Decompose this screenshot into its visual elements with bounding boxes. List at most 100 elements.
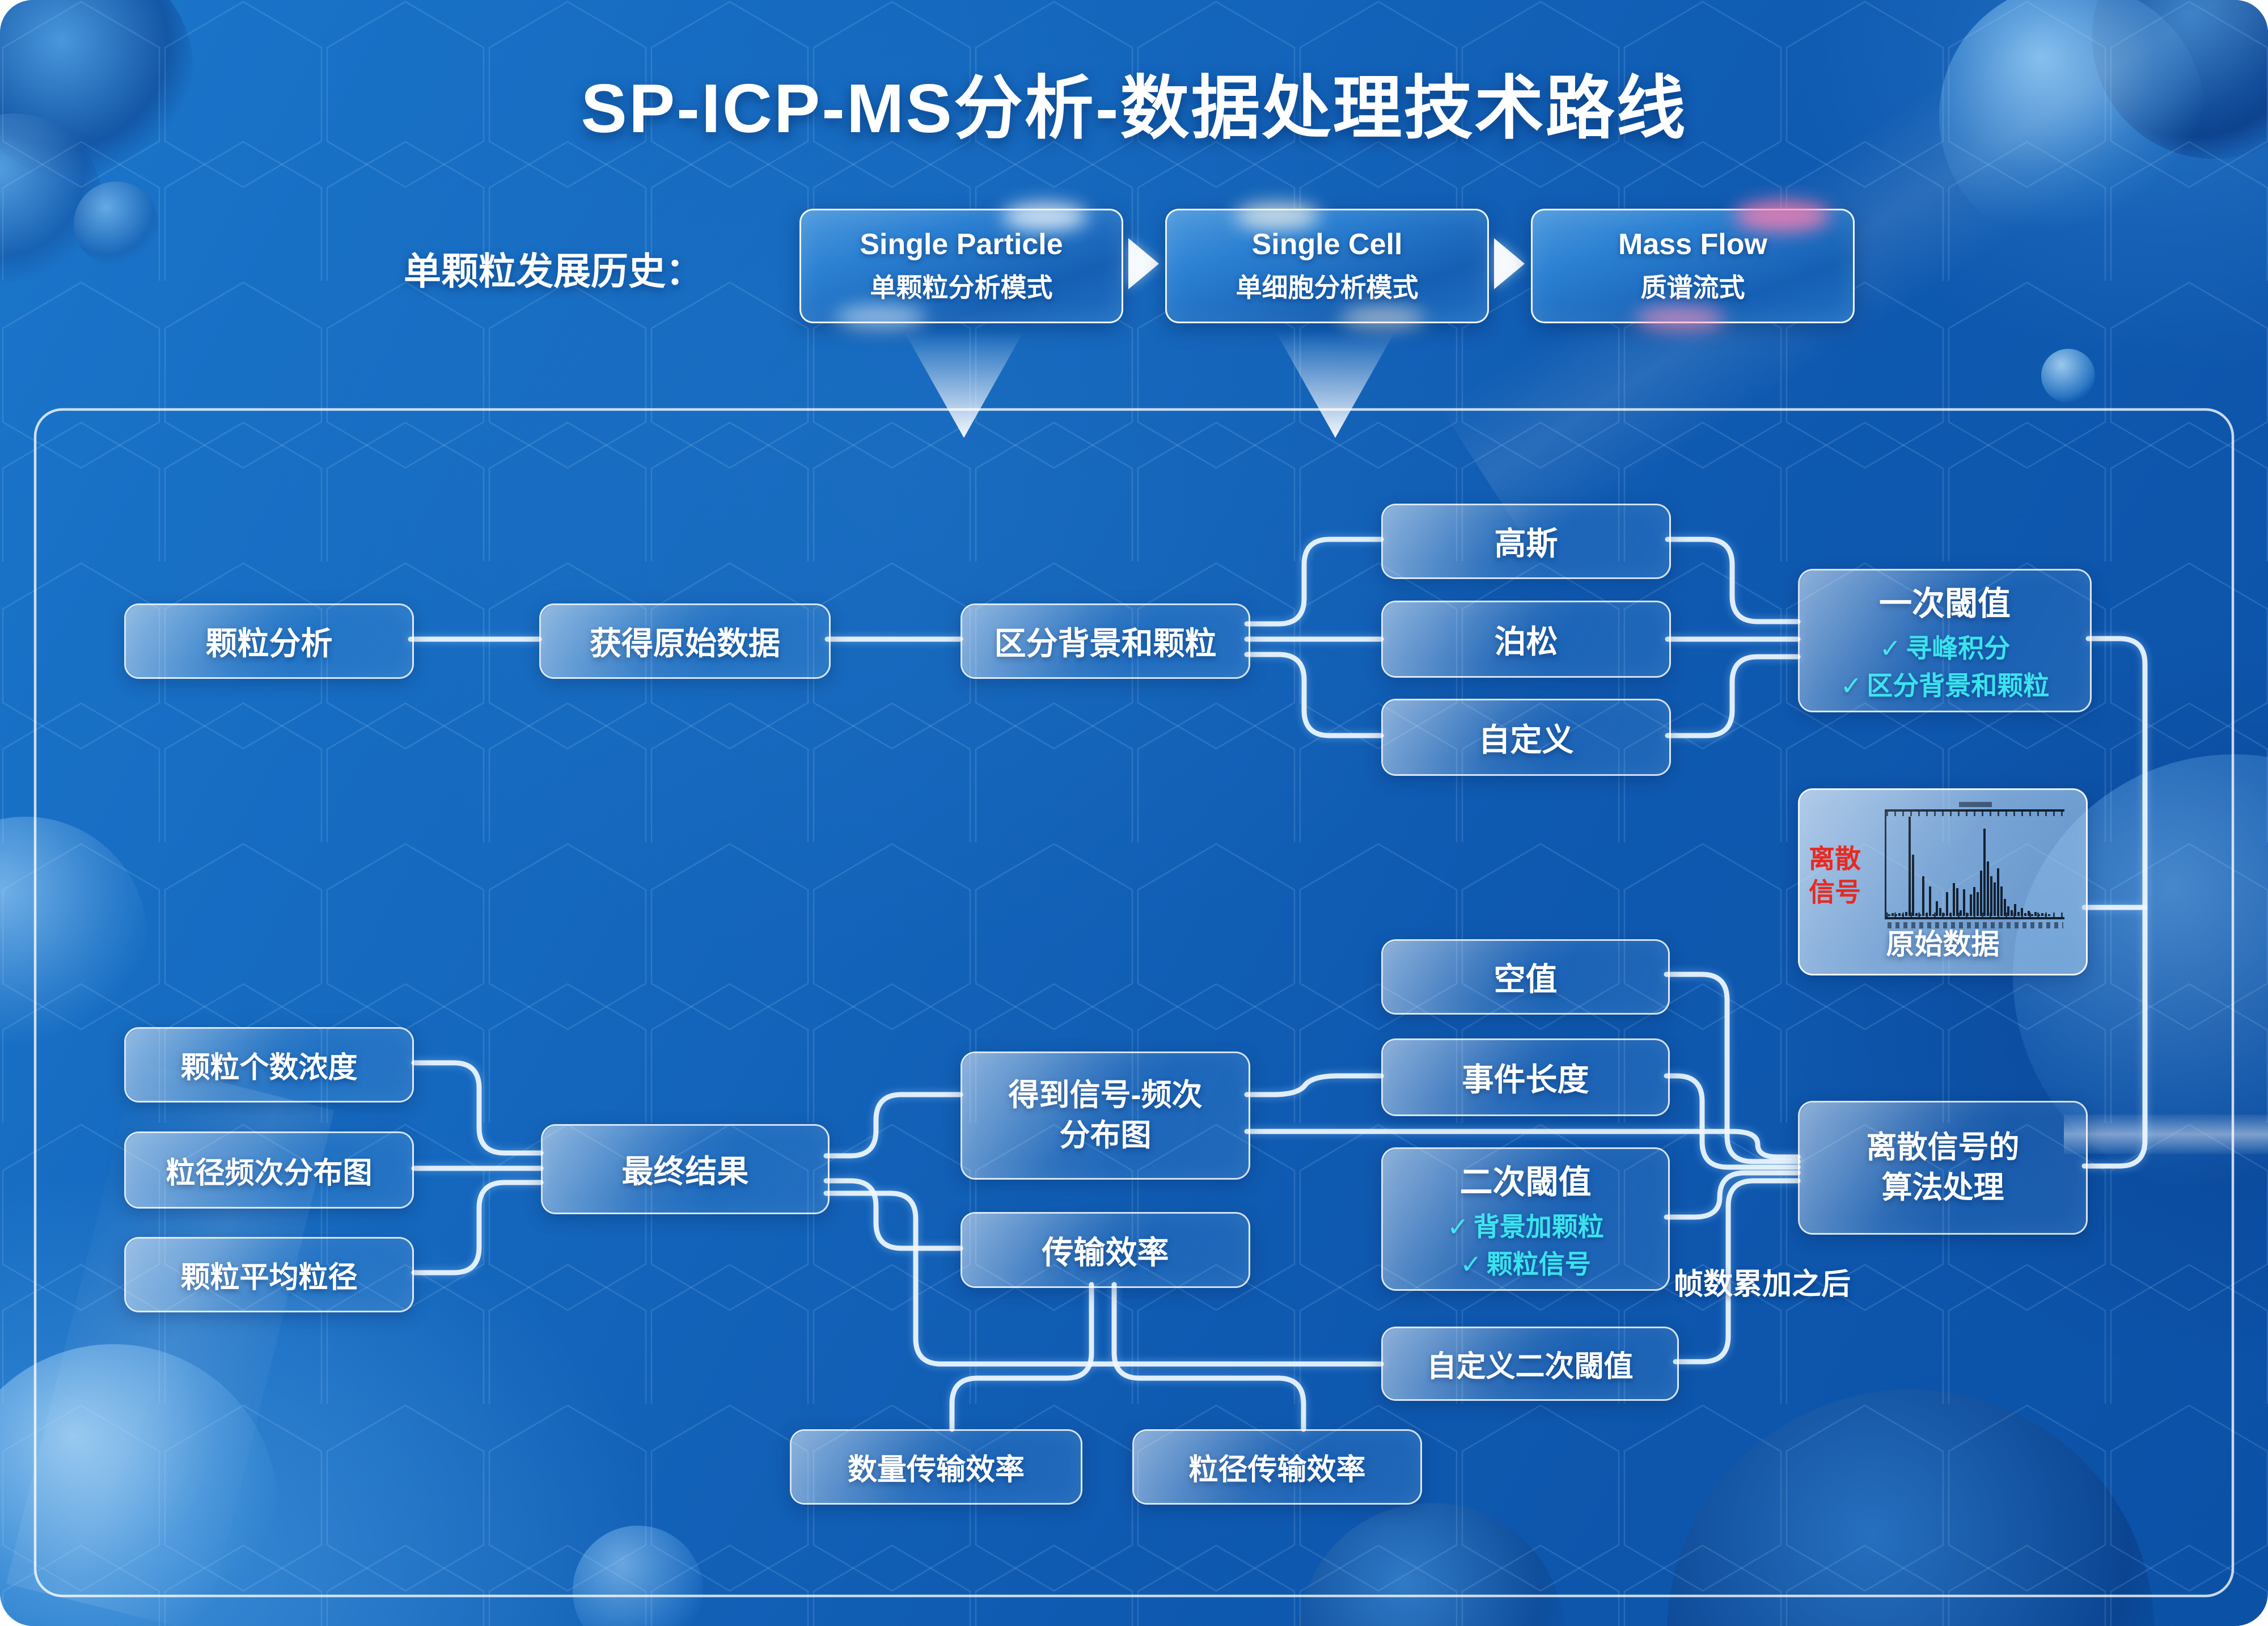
annotation-line: 离散 bbox=[1809, 844, 1861, 873]
signal-spike bbox=[1977, 892, 1979, 916]
node-title: 二次閾值 bbox=[1459, 1164, 1592, 1201]
node-label: 泊松 bbox=[1494, 623, 1558, 660]
node-label: 粒径频次分布图 bbox=[166, 1156, 373, 1190]
node-label: 事件长度 bbox=[1462, 1062, 1589, 1097]
check-icon: ✓ bbox=[1447, 1212, 1469, 1242]
check-item: ✓背景加颗粒 bbox=[1447, 1209, 1604, 1245]
node-label: 粒径传输效率 bbox=[1188, 1454, 1366, 1486]
check-icon: ✓ bbox=[1879, 633, 1902, 664]
right-arrow-icon bbox=[1494, 238, 1525, 289]
node-label: 颗粒个数浓度 bbox=[180, 1051, 358, 1084]
node-label: 颗粒分析 bbox=[205, 626, 333, 661]
signal-spike bbox=[1936, 901, 1938, 916]
check-icon: ✓ bbox=[1840, 670, 1863, 700]
down-triangle-arrow bbox=[904, 332, 1023, 438]
node-raw-data-card: 离散 信号 原始数据 bbox=[1798, 788, 2088, 975]
node-label: 数量传输效率 bbox=[847, 1454, 1025, 1486]
node-average-particle-size: 颗粒平均粒径 bbox=[124, 1237, 414, 1312]
node-label: 获得原始数据 bbox=[590, 626, 780, 661]
frame-accumulation-note: 帧数累加之后 bbox=[1674, 1268, 1851, 1301]
node-final-result: 最终结果 bbox=[541, 1124, 830, 1214]
check-text: 寻峰积分 bbox=[1906, 633, 2011, 664]
node-signal-frequency-distribution: 得到信号-频次 分布图 bbox=[960, 1051, 1250, 1180]
history-box-single-cell: Single Cell 单细胞分析模式 bbox=[1165, 202, 1489, 330]
node-label: 自定义二次閾值 bbox=[1427, 1350, 1634, 1383]
raw-data-caption: 原始数据 bbox=[1886, 928, 2000, 960]
node-label: 高斯 bbox=[1494, 526, 1558, 561]
node-label-line: 离散信号的 bbox=[1866, 1130, 2020, 1164]
node-particle-analysis: 颗粒分析 bbox=[124, 603, 414, 679]
signal-spike bbox=[1946, 892, 1948, 916]
annotation-line: 信号 bbox=[1809, 877, 1861, 907]
history-item-zh: 质谱流式 bbox=[1640, 273, 1745, 302]
check-text: 区分背景和颗粒 bbox=[1867, 670, 2050, 700]
node-poisson: 泊松 bbox=[1381, 601, 1671, 678]
history-label: 单颗粒发展历史： bbox=[404, 250, 703, 292]
history-box-mass-flow: Mass Flow 质谱流式 bbox=[1531, 200, 1855, 331]
signal-spike bbox=[1990, 876, 1992, 916]
signal-spike bbox=[1970, 894, 1972, 916]
history-item-zh: 单细胞分析模式 bbox=[1235, 273, 1419, 302]
history-item-zh: 单颗粒分析模式 bbox=[870, 273, 1053, 302]
node-first-threshold: 一次閾值 ✓寻峰积分 ✓区分背景和颗粒 bbox=[1798, 569, 2092, 712]
node-custom: 自定义 bbox=[1381, 699, 1671, 776]
node-gaussian: 高斯 bbox=[1381, 504, 1671, 579]
node-null-value: 空值 bbox=[1381, 939, 1670, 1015]
signal-spike bbox=[1973, 887, 1975, 916]
node-label-line: 算法处理 bbox=[1881, 1171, 2004, 1205]
node-event-length: 事件长度 bbox=[1381, 1038, 1670, 1116]
raw-signal-mini-chart bbox=[1885, 802, 2064, 928]
signal-spike bbox=[1997, 868, 1999, 916]
check-item: ✓区分背景和颗粒 bbox=[1840, 668, 2050, 704]
node-size-transport-efficiency: 粒径传输效率 bbox=[1132, 1429, 1422, 1505]
signal-spike bbox=[1956, 888, 1958, 916]
history-box-single-particle: Single Particle 单颗粒分析模式 bbox=[799, 202, 1123, 330]
signal-spike bbox=[2007, 906, 2009, 916]
signal-spike bbox=[1912, 854, 1914, 916]
signal-spike bbox=[1983, 829, 1986, 916]
node-label: 传输效率 bbox=[1042, 1234, 1169, 1270]
signal-spike bbox=[1980, 870, 1982, 916]
node-label: 最终结果 bbox=[621, 1154, 749, 1189]
signal-spike bbox=[1963, 889, 1965, 916]
mini-chart-x-labels bbox=[1888, 922, 2063, 928]
check-item: ✓寻峰积分 bbox=[1880, 630, 2011, 667]
signal-spike bbox=[1939, 908, 1941, 916]
node-label: 得到信号-频次 分布图 bbox=[1009, 1075, 1203, 1156]
history-item-en: Single Cell bbox=[1251, 228, 1403, 261]
signal-spike bbox=[2000, 886, 2003, 916]
signal-spike bbox=[2004, 899, 2006, 916]
down-triangle-arrow bbox=[1276, 332, 1395, 438]
node-custom-second-threshold: 自定义二次閾值 bbox=[1381, 1327, 1679, 1401]
node-transport-efficiency: 传输效率 bbox=[960, 1212, 1250, 1288]
signal-spike bbox=[1929, 886, 1931, 916]
node-label-line: 得到信号-频次 bbox=[1008, 1078, 1203, 1112]
node-label: 离散信号的 算法处理 bbox=[1867, 1127, 2020, 1209]
node-acquire-raw-data: 获得原始数据 bbox=[539, 603, 831, 679]
signal-spike bbox=[1909, 817, 1911, 916]
discrete-signal-annotation: 离散 信号 bbox=[1809, 842, 1861, 909]
signal-spike bbox=[1994, 882, 1996, 916]
check-text: 颗粒信号 bbox=[1486, 1249, 1591, 1279]
history-item-en: Single Particle bbox=[860, 228, 1063, 261]
node-discrete-signal-algorithm: 离散信号的 算法处理 bbox=[1798, 1101, 2088, 1235]
node-size-frequency-distribution: 粒径频次分布图 bbox=[124, 1131, 414, 1209]
node-label: 颗粒平均粒径 bbox=[180, 1261, 358, 1294]
node-label: 区分背景和颗粒 bbox=[994, 626, 1217, 661]
check-icon: ✓ bbox=[1460, 1249, 1482, 1279]
history-item-en: Mass Flow bbox=[1618, 228, 1767, 261]
right-arrow-icon bbox=[1128, 238, 1159, 289]
check-item: ✓颗粒信号 bbox=[1460, 1246, 1591, 1283]
signal-spike bbox=[1922, 876, 1924, 916]
signal-spike bbox=[1987, 861, 1989, 916]
check-text: 背景加颗粒 bbox=[1473, 1212, 1604, 1242]
signal-spike bbox=[1953, 883, 1955, 916]
mini-chart-bottom-ticks bbox=[1886, 913, 2064, 917]
mini-chart-top-ticks bbox=[1886, 812, 2064, 816]
mini-chart-bars bbox=[1888, 817, 2064, 916]
node-distinguish-background-particles: 区分背景和颗粒 bbox=[960, 603, 1250, 679]
mini-chart-title-mark bbox=[1959, 802, 1992, 807]
node-particle-number-concentration: 颗粒个数浓度 bbox=[124, 1027, 414, 1103]
node-label: 自定义 bbox=[1478, 721, 1574, 758]
